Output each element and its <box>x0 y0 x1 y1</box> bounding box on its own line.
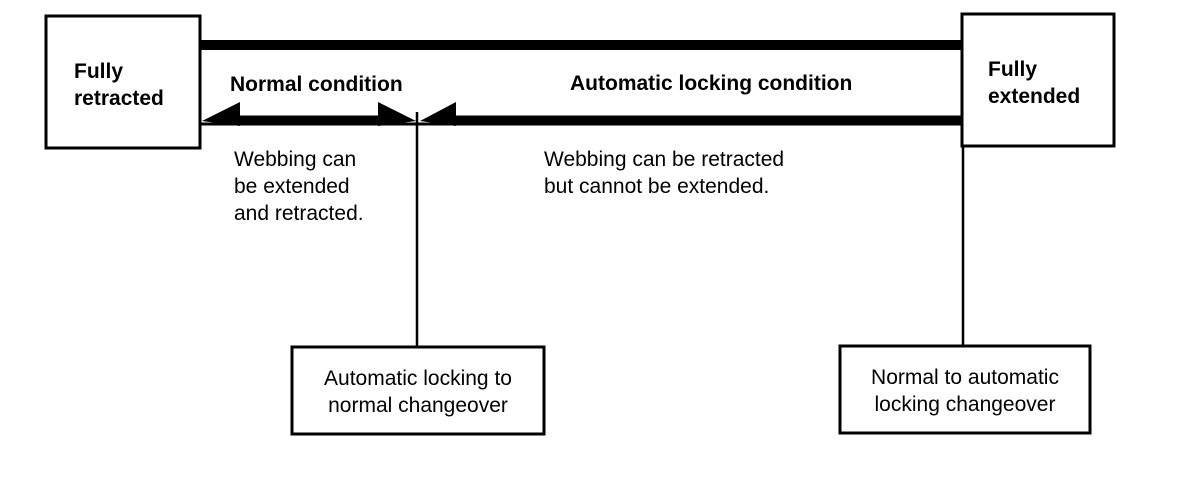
automatic-condition-label: Automatic locking condition <box>570 72 853 95</box>
auto-to-normal-label: Automatic locking to normal changeover <box>324 367 512 417</box>
normal-to-auto-box <box>838 344 1092 435</box>
fully-extended-box <box>960 12 1116 148</box>
normal-to-auto-label: Normal to automatic locking changeover <box>871 366 1059 416</box>
automatic-condition-description: Webbing can be retracted but cannot be e… <box>544 148 785 198</box>
normal-condition-arrow-right-head <box>378 102 416 126</box>
auto-to-normal-box <box>290 345 546 436</box>
fully-retracted-label: Fully retracted <box>74 60 164 110</box>
normal-condition-arrow-left-head <box>202 102 240 126</box>
normal-condition-label: Normal condition <box>230 73 403 96</box>
automatic-condition-arrow-left-head <box>420 102 456 126</box>
fully-extended-label: Fully extended <box>988 58 1081 108</box>
fully-retracted-box <box>44 14 202 150</box>
normal-condition-description: Webbing can be extended and retracted. <box>234 148 364 225</box>
